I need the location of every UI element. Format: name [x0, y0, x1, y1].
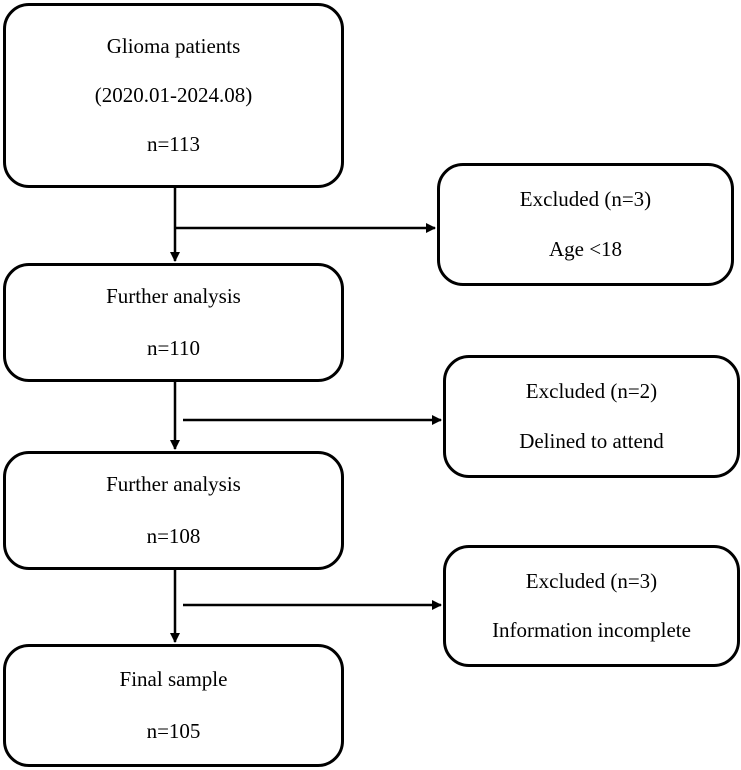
further-analysis-box-1: Further analysis n=110	[3, 263, 344, 382]
further-analysis-box-2: Further analysis n=108	[3, 451, 344, 570]
final-count: n=105	[146, 718, 201, 743]
exclusion-3-title: Excluded (n=3)	[525, 568, 658, 593]
exclusion-2-reason: Delined to attend	[519, 428, 664, 453]
exclusion-box-1: Excluded (n=3) Age <18	[437, 163, 734, 286]
exclusion-1-title: Excluded (n=3)	[519, 187, 652, 212]
exclusion-2-title: Excluded (n=2)	[525, 379, 658, 404]
final-title: Final sample	[119, 667, 228, 692]
start-count: n=113	[146, 132, 201, 157]
step1-count: n=110	[146, 335, 201, 360]
start-box: Glioma patients (2020.01-2024.08) n=113	[3, 3, 344, 188]
exclusion-box-3: Excluded (n=3) Information incomplete	[443, 545, 740, 667]
final-sample-box: Final sample n=105	[3, 644, 344, 767]
start-period: (2020.01-2024.08)	[94, 82, 253, 107]
exclusion-1-reason: Age <18	[548, 236, 623, 261]
step1-title: Further analysis	[106, 284, 241, 309]
exclusion-3-reason: Information incomplete	[492, 618, 691, 642]
exclusion-box-2: Excluded (n=2) Delined to attend	[443, 355, 740, 478]
step2-title: Further analysis	[106, 472, 241, 497]
step2-count: n=108	[146, 523, 201, 548]
start-title: Glioma patients	[106, 33, 241, 58]
